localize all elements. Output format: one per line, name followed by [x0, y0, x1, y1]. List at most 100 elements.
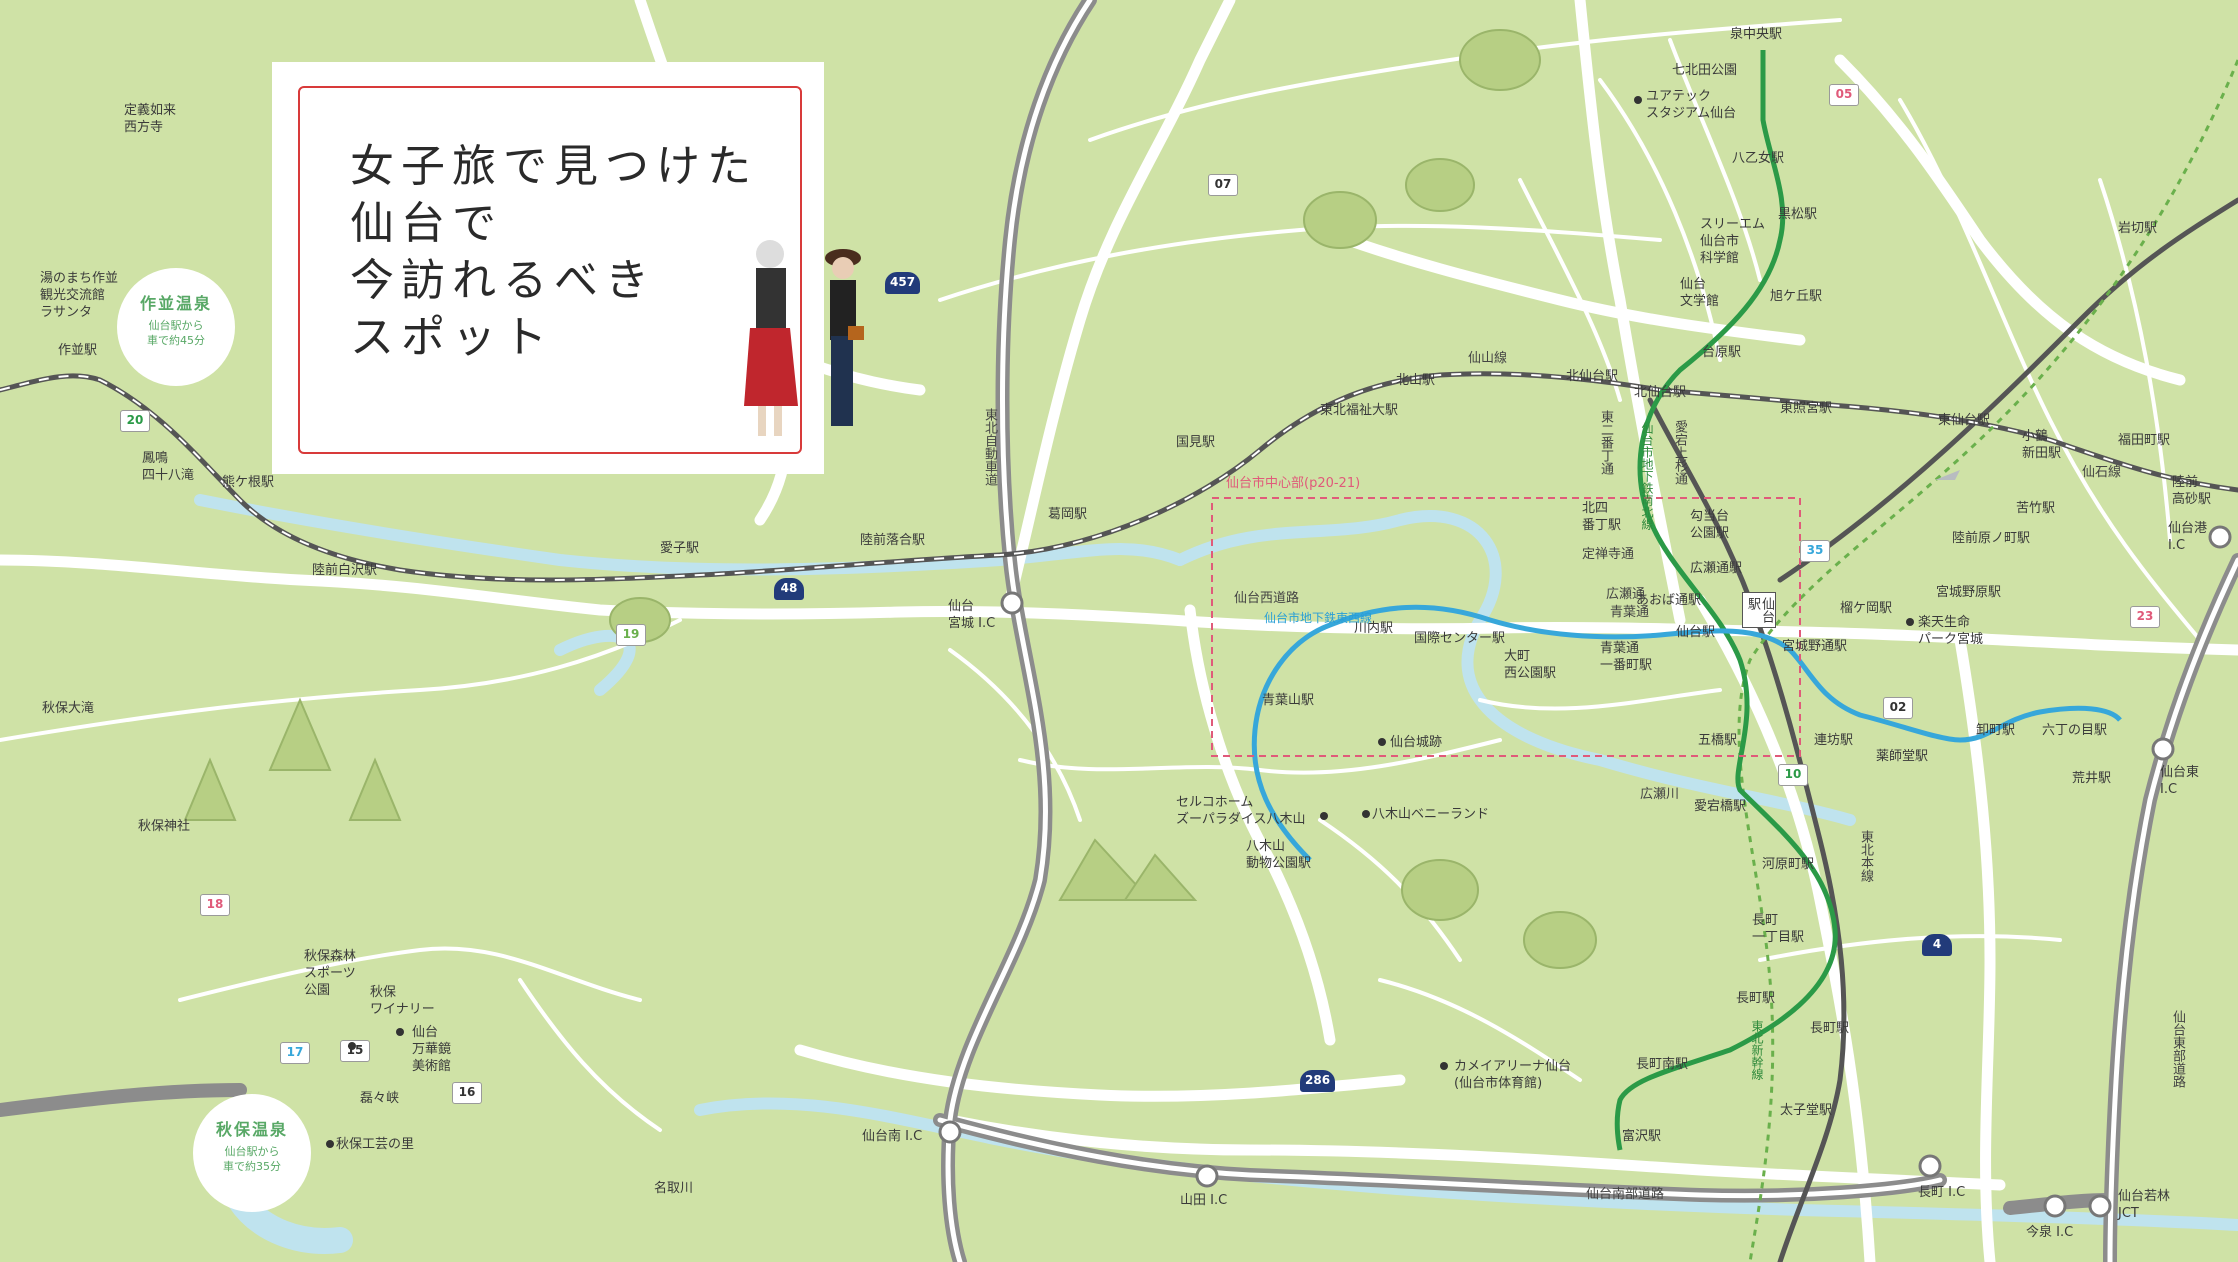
interchange-label[interactable]: 長町 I.C — [1918, 1185, 1966, 1200]
station-label[interactable]: 勾当台 公園駅 — [1690, 509, 1730, 541]
station-label[interactable]: 黒松駅 — [1778, 207, 1818, 222]
place-label[interactable]: スリーエム 仙台市 科学館 — [1700, 217, 1766, 266]
station-label[interactable]: 東北福祉大駅 — [1320, 403, 1399, 418]
station-label[interactable]: 河原町駅 — [1762, 857, 1815, 872]
station-label[interactable]: 陸前原ノ町駅 — [1952, 531, 2031, 546]
onsen-akiu[interactable]: 秋保温泉 仙台駅から 車で約35分 — [193, 1094, 311, 1212]
station-label[interactable]: 熊ケ根駅 — [222, 475, 275, 490]
station-label[interactable]: 青葉山駅 — [1262, 693, 1315, 708]
station-label[interactable]: 連坊駅 — [1814, 733, 1854, 748]
station-label[interactable]: 旭ケ丘駅 — [1770, 289, 1823, 304]
place-label[interactable]: 秋保工芸の里 — [336, 1137, 415, 1152]
station-label[interactable]: 太子堂駅 — [1780, 1103, 1833, 1118]
station-label[interactable]: 国際センター駅 — [1414, 631, 1506, 646]
station-label[interactable]: 荒井駅 — [2072, 771, 2112, 786]
place-label[interactable]: 定義如来 西方寺 — [124, 103, 177, 135]
interchange-label[interactable]: 仙台港 I.C — [2168, 521, 2208, 553]
place-label[interactable]: 秋保 ワイナリー — [370, 985, 435, 1017]
interchange-label[interactable]: 仙台若林 JCT — [2118, 1189, 2171, 1221]
place-label[interactable]: セルコホーム ズーパラダイス八木山 — [1176, 795, 1306, 827]
station-label[interactable]: 広瀬通駅 — [1690, 561, 1743, 576]
place-dot — [1362, 810, 1370, 818]
station-label[interactable]: 東照宮駅 — [1780, 401, 1833, 416]
station-label[interactable]: 仙台 駅 — [1742, 592, 1776, 628]
station-label[interactable]: 小鶴 新田駅 — [2022, 429, 2062, 461]
station-label[interactable]: 長町駅 — [1736, 991, 1776, 1006]
place-label[interactable]: 仙台 文学館 — [1680, 277, 1720, 309]
station-label[interactable]: 宮城野原駅 — [1936, 585, 2002, 600]
place-label[interactable]: 秋保大滝 — [42, 701, 95, 716]
station-label[interactable]: あおば通駅 — [1636, 593, 1702, 608]
inset-box[interactable] — [1211, 497, 1801, 757]
title-line-2: 仙台で — [350, 198, 503, 249]
station-label[interactable]: 青葉通 一番町駅 — [1600, 641, 1653, 673]
road-label: 東北新幹線 — [1750, 1020, 1764, 1080]
place-label[interactable]: 名取川 — [654, 1181, 694, 1196]
road-label: 仙石線 — [2082, 465, 2122, 480]
station-label[interactable]: 陸前落合駅 — [860, 533, 926, 548]
station-label[interactable]: 五橋駅 — [1698, 733, 1738, 748]
station-label[interactable]: 八木山 動物公園駅 — [1246, 839, 1312, 871]
station-label[interactable]: 北仙台駅 — [1634, 385, 1687, 400]
place-label[interactable]: 秋保神社 — [138, 819, 191, 834]
route-shield: 48 — [774, 578, 804, 600]
station-label[interactable]: 仙台駅 — [1676, 625, 1716, 640]
station-label[interactable]: 北仙台駅 — [1566, 369, 1619, 384]
place-label[interactable]: 仙台城跡 — [1390, 735, 1443, 750]
station-label[interactable]: 東仙台駅 — [1938, 413, 1991, 428]
station-label[interactable]: 国見駅 — [1176, 435, 1216, 450]
station-label[interactable]: 愛宕橋駅 — [1694, 799, 1747, 814]
route-shield: 286 — [1300, 1070, 1336, 1092]
station-label[interactable]: 八乙女駅 — [1732, 151, 1785, 166]
onsen-sakunami[interactable]: 作並温泉 仙台駅から 車で約45分 — [117, 268, 235, 386]
place-label[interactable]: カメイアリーナ仙台 (仙台市体育館) — [1454, 1059, 1572, 1091]
place-dot — [1378, 738, 1386, 746]
place-label[interactable]: 仙台 万華鏡 美術館 — [412, 1025, 452, 1074]
station-label[interactable]: 葛岡駅 — [1048, 507, 1088, 522]
station-label[interactable]: 愛子駅 — [660, 541, 700, 556]
station-label[interactable]: 長町 一丁目駅 — [1752, 913, 1805, 945]
interchange-label[interactable]: 今泉 I.C — [2026, 1225, 2074, 1240]
station-label[interactable]: 宮城野通駅 — [1782, 639, 1848, 654]
place-label[interactable]: 秋保森林 スポーツ 公園 — [304, 949, 357, 998]
route-shield: 16 — [452, 1082, 482, 1104]
railway-dashes — [0, 372, 2238, 581]
place-dot — [1906, 618, 1914, 626]
station-label[interactable]: 富沢駅 — [1622, 1129, 1662, 1144]
place-dot — [1440, 1062, 1448, 1070]
place-label[interactable]: 楽天生命 パーク宮城 — [1918, 615, 1984, 647]
station-label[interactable]: 陸前白沢駅 — [312, 563, 378, 578]
station-label[interactable]: 台原駅 — [1702, 345, 1742, 360]
place-label[interactable]: 湯のまち作並 観光交流館 ラサンタ — [40, 271, 119, 320]
station-label[interactable]: 長町駅 — [1810, 1021, 1850, 1036]
inset-label: 仙台市中心部(p20-21) — [1226, 476, 1361, 491]
place-label[interactable]: 鳳鳴 四十八滝 — [142, 451, 195, 483]
station-label[interactable]: 卸町駅 — [1976, 723, 2016, 738]
route-shield: 4 — [1922, 934, 1952, 956]
interchange-label[interactable]: 仙台東 I.C — [2160, 765, 2200, 797]
station-label[interactable]: 泉中央駅 — [1730, 27, 1783, 42]
station-label[interactable]: 作並駅 — [58, 343, 98, 358]
station-label[interactable]: 六丁の目駅 — [2042, 723, 2108, 738]
station-label[interactable]: 岩切駅 — [2118, 221, 2158, 236]
station-label[interactable]: 川内駅 — [1354, 621, 1394, 636]
station-label[interactable]: 北山駅 — [1396, 373, 1436, 388]
interchange-label[interactable]: 仙台南 I.C — [862, 1129, 923, 1144]
route-shield: 17 — [280, 1042, 310, 1064]
station-label[interactable]: 福田町駅 — [2118, 433, 2171, 448]
station-label[interactable]: 長町南駅 — [1636, 1057, 1689, 1072]
place-label[interactable]: 七北田公園 — [1672, 63, 1738, 78]
station-label[interactable]: 大町 西公園駅 — [1504, 649, 1557, 681]
place-label[interactable]: 八木山ベニーランド — [1372, 807, 1490, 822]
place-label[interactable]: 磊々峡 — [360, 1091, 400, 1106]
place-label[interactable]: ユアテック スタジアム仙台 — [1646, 89, 1737, 121]
station-label[interactable]: 薬師堂駅 — [1876, 749, 1929, 764]
station-label[interactable]: 榴ケ岡駅 — [1840, 601, 1893, 616]
station-label[interactable]: 苦竹駅 — [2016, 501, 2056, 516]
station-label[interactable]: 北四 番丁駅 — [1582, 501, 1622, 533]
interchange-label[interactable]: 山田 I.C — [1180, 1193, 1228, 1208]
station-label[interactable]: 陸前 高砂駅 — [2172, 475, 2212, 507]
interchange-label[interactable]: 仙台 宮城 I.C — [948, 599, 996, 631]
place-dot — [348, 1042, 356, 1050]
